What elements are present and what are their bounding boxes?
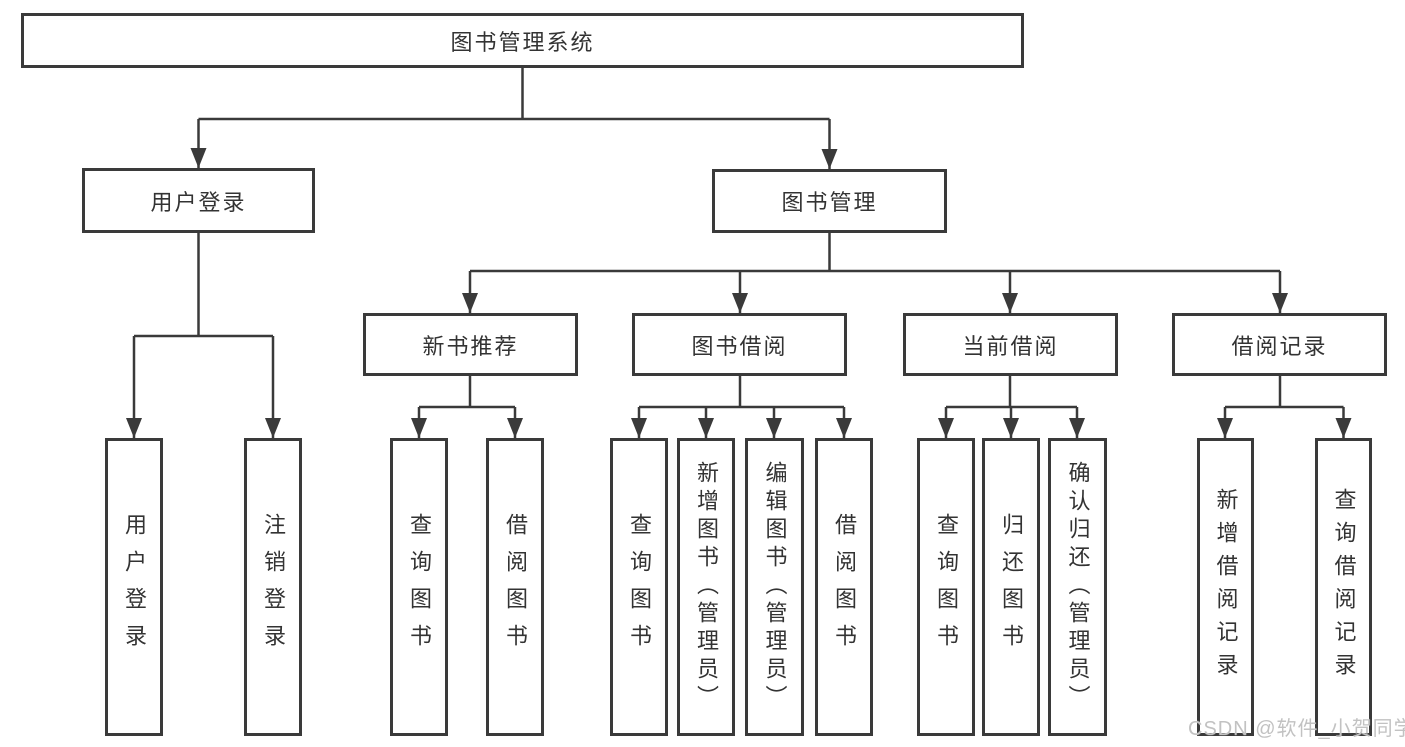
node-label: 用户登录: [122, 513, 147, 661]
node-label: 确认归还（管理员）: [1065, 461, 1091, 713]
node-label: 新书推荐: [422, 333, 519, 359]
node-query-books-2: 查询图书: [610, 438, 668, 736]
node-label: 借阅图书: [503, 513, 528, 661]
node-label: 新增图书（管理员）: [694, 461, 719, 713]
edges-borrowing-records: [1217, 376, 1352, 438]
node-new-book-recommendation: 新书推荐: [363, 313, 578, 376]
node-label: 图书管理: [781, 190, 878, 215]
edges-user-login: [126, 232, 281, 438]
node-label: 编辑图书（管理员）: [762, 461, 788, 713]
node-confirm-return-admin: 确认归还（管理员）: [1048, 438, 1107, 736]
node-label: 借阅记录: [1231, 333, 1328, 359]
node-user-login-action: 用户登录: [105, 438, 163, 736]
node-borrowing-records: 借阅记录: [1172, 313, 1387, 376]
node-query-borrow-record: 查询借阅记录: [1315, 438, 1372, 736]
node-label: 查询借阅记录: [1331, 488, 1357, 686]
node-query-books-1: 查询图书: [390, 438, 448, 736]
edges-book-borrowing: [631, 376, 852, 438]
node-add-borrow-record: 新增借阅记录: [1197, 438, 1254, 736]
node-edit-books-admin: 编辑图书（管理员）: [745, 438, 804, 736]
node-label: 注销登录: [261, 513, 286, 661]
node-query-books-3: 查询图书: [917, 438, 975, 736]
node-label: 用户登录: [150, 189, 247, 215]
node-current-borrowing: 当前借阅: [903, 313, 1118, 376]
node-label: 归还图书: [999, 513, 1024, 661]
node-book-borrowing: 图书借阅: [632, 313, 847, 376]
watermark: CSDN @软件_小贺同学: [1188, 718, 1405, 740]
node-borrow-books-2: 借阅图书: [815, 438, 873, 736]
node-user-login: 用户登录: [82, 168, 315, 233]
node-label: 查询图书: [934, 513, 959, 661]
node-return-books: 归还图书: [982, 438, 1040, 736]
node-label: 借阅图书: [832, 513, 857, 661]
edges-root: [190, 68, 838, 169]
node-label: 新增借阅记录: [1213, 488, 1239, 686]
node-library-system: 图书管理系统: [21, 13, 1024, 68]
edges-book-management: [462, 232, 1288, 313]
edges-new-book-recommendation: [411, 376, 523, 438]
node-book-management: 图书管理: [712, 169, 947, 233]
edges-current-borrowing: [938, 376, 1085, 438]
node-label: 查询图书: [627, 513, 652, 661]
node-label: 查询图书: [407, 513, 432, 661]
node-borrow-books-1: 借阅图书: [486, 438, 544, 736]
node-add-books-admin: 新增图书（管理员）: [677, 438, 735, 736]
node-logout-action: 注销登录: [244, 438, 302, 736]
node-label: 当前借阅: [962, 333, 1059, 359]
node-label: 图书管理系统: [450, 29, 595, 55]
node-label: 图书借阅: [691, 333, 788, 359]
